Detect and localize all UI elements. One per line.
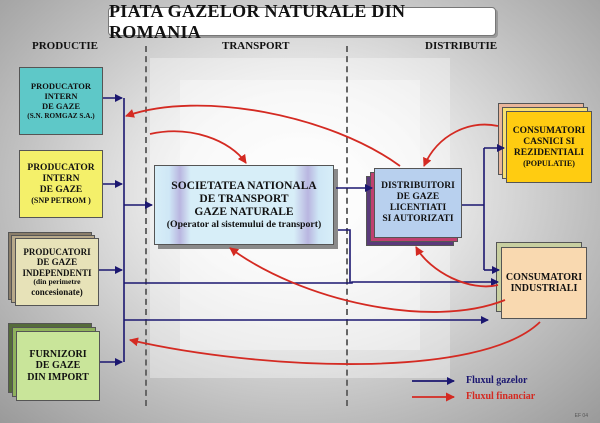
financial-to-romgaz (125, 104, 401, 167)
label-line: LICENTIATI (389, 203, 447, 213)
gas-direct-industrial (124, 278, 499, 286)
financial-industrial-to-transport (229, 247, 506, 313)
label-line: FURNIZORI (29, 348, 87, 360)
label-line: DE GAZE (35, 360, 81, 372)
label-line: (din perimetre (33, 276, 81, 286)
label-line: (SNP PETROM ) (31, 195, 91, 205)
label-line: INTERN (42, 173, 80, 184)
label-line: INDEPENDENTI (22, 267, 92, 278)
label-line: (POPULATIE) (523, 158, 575, 168)
label-line: (Operator al sistemului de transport) (166, 219, 322, 231)
financial-to-transport-top (149, 130, 247, 164)
label-line: CONSUMATORI (505, 271, 583, 283)
section-distributie: DISTRIBUTIE (425, 40, 498, 52)
label-line: CASNICI SI (523, 136, 575, 147)
legend-gas-flow: Fluxul gazelor (466, 375, 528, 386)
label-line: REZIDENTIALI (513, 147, 585, 158)
label-line: INTERN (44, 90, 78, 101)
label-line: DE GAZE (396, 192, 440, 203)
label-line: DE GAZE (36, 257, 78, 268)
label-line: DISTRIBUITORI (381, 181, 455, 192)
footer-code: EF 04 (574, 413, 588, 419)
divider-productie-transport (145, 46, 147, 406)
label-line: SOCIETATEA NATIONALA (171, 179, 317, 192)
gas-transport-industrial (338, 229, 351, 283)
label-line: DE TRANSPORT (199, 192, 289, 205)
label-line: DIN IMPORT (27, 371, 89, 383)
label-line: DE GAZE (41, 100, 80, 111)
section-transport: TRANSPORT (222, 40, 290, 52)
label-line: PRODUCATOR (27, 162, 95, 173)
financial-casnici-to-dist (423, 123, 499, 167)
label-line: PRODUCATORI (23, 246, 91, 257)
financial-industrial-to-import (129, 321, 541, 365)
label-line: SI AUTORIZATI (382, 213, 454, 224)
section-productie: PRODUCTIE (32, 40, 99, 52)
label-line: GAZE NATURALE (194, 205, 294, 218)
legend-financial-flow: Fluxul financiar (466, 391, 536, 402)
financial-industrial-to-dist (415, 246, 499, 288)
label-line: PRODUCATOR (30, 81, 92, 92)
label-line: (S.N. ROMGAZ S.A.) (27, 111, 95, 120)
label-line: concesionate) (31, 286, 83, 297)
label-line: CONSUMATORI (512, 125, 586, 136)
label-line: DE GAZE (39, 184, 83, 195)
label-line: INDUSTRIALI (510, 283, 578, 294)
divider-transport-distributie (346, 46, 348, 406)
